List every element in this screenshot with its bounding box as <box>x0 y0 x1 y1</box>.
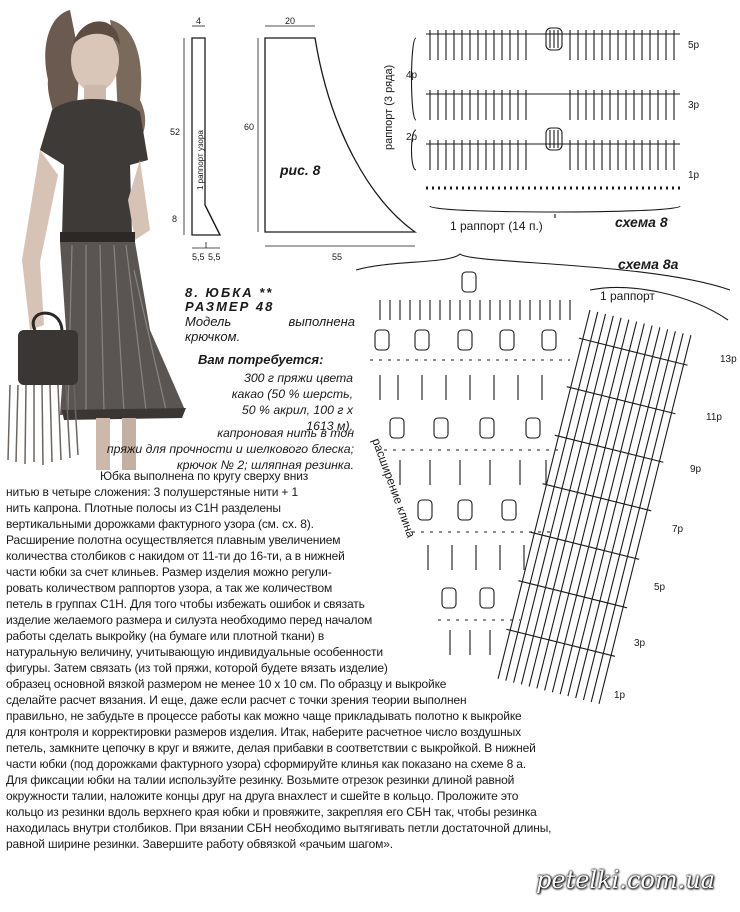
body-line: равной ширине резинки. Завершите работу … <box>6 837 393 851</box>
scheme8-rapport-vertical: раппорт (3 ряда) <box>383 65 395 150</box>
body-line: окружности талии, наложите концы друг на… <box>6 789 519 803</box>
body-line: образец основной вязкой размером не мене… <box>6 677 447 691</box>
dim-height-52: 52 <box>170 127 180 137</box>
body-line: нитью в четыре сложения: 3 полушерстяные… <box>6 485 298 499</box>
materials-heading: Вам потребуется: <box>198 352 324 367</box>
body-line: количества столбиков с накидом от 11-ти … <box>6 549 345 563</box>
model-note: Модель выполнена крючком. <box>185 314 355 344</box>
scheme8-rapport-horizontal: 1 раппорт (14 п.) <box>450 219 543 233</box>
body-line: петель, замкните цепочку в круг и вяжите… <box>6 741 536 755</box>
item-header: 8. ЮБКА ** РАЗМЕР 48 Модель выполнена кр… <box>185 285 355 345</box>
body-line: фигуры. Затем связать (из той пряжи, кот… <box>6 661 388 675</box>
body-line: вертикальными дорожками фактурного узора… <box>6 517 314 531</box>
scheme-8-diagram: 5р 3р 1р 4р 2р раппорт (3 ряда) 1 раппор… <box>383 27 700 233</box>
scheme-8a-label: схема 8а <box>618 256 679 272</box>
scheme8a-row-1: 1р <box>614 690 626 701</box>
item-title: 8. ЮБКА ** <box>185 285 274 300</box>
rapport-label: 1 раппорт узора <box>196 130 205 190</box>
body-line: натуральную величину, учитывающую индиви… <box>6 645 383 659</box>
dim-bottom-right: 5,5 <box>208 252 221 262</box>
materials-thread-1: капроновая нить в тон <box>217 426 354 440</box>
body-line: Юбка выполнена по кругу сверху вниз <box>100 469 309 483</box>
body-line: для контроля и корректировки размеров из… <box>6 725 521 739</box>
skirt-pattern-figure: 4 20 52 60 8 5,5 5,5 55 1 раппорт узора … <box>170 16 418 262</box>
scheme-8-label: схема 8 <box>615 214 668 230</box>
scheme8a-row-3: 3р <box>634 638 646 649</box>
body-line: сделайте расчет вязания. И еще, даже есл… <box>6 693 467 707</box>
scheme8-left-2: 2р <box>406 132 418 143</box>
scheme8a-row-13: 13р <box>720 354 737 365</box>
scheme8a-rapport: 1 раппорт <box>600 289 655 303</box>
dim-bottom-left: 5,5 <box>192 252 205 262</box>
model-photo <box>0 0 195 470</box>
dim-top-narrow: 4 <box>196 16 201 26</box>
materials-thread-2: пряжи для прочности и шелкового блеска; … <box>106 442 354 472</box>
scheme8a-row-5: 5р <box>654 582 666 593</box>
body-line: находилась внутри столбиков. При вязании… <box>6 821 552 835</box>
fig-label: рис. 8 <box>279 162 321 178</box>
body-line: Расширение полотна осуществляется плавны… <box>6 533 341 547</box>
scheme8-row-3: 3р <box>688 100 700 111</box>
site-watermark: petelki.com.ua <box>536 866 715 894</box>
body-line: части юбки за счет клиньев. Размер издел… <box>6 565 332 579</box>
scheme-8a-diagram: 1 раппорт расширение клина 13р 11р 9р 7р… <box>355 253 737 705</box>
body-line: изделие желаемого размера и силуэта необ… <box>6 613 373 627</box>
scheme8-left-4: 4р <box>406 70 418 81</box>
scheme8a-row-7: 7р <box>672 524 684 535</box>
dim-top-wide: 20 <box>285 16 295 26</box>
scheme8a-row-9: 9р <box>690 464 702 475</box>
scheme8-row-5: 5р <box>688 40 700 51</box>
dim-height-8: 8 <box>172 214 177 224</box>
body-line: ровать количеством раппортов узора, а та… <box>6 581 333 595</box>
dim-height-60: 60 <box>244 122 254 132</box>
body-line: части юбки (под дорожками фактурного узо… <box>6 757 526 771</box>
scheme8-row-1: 1р <box>688 170 700 181</box>
body-line: правильно, не забудьте в процессе работы… <box>6 709 522 723</box>
body-line: работы сделать выкройку (на бумаге или п… <box>6 629 325 643</box>
body-line: нить капрона. Плотные полосы из С1Н разд… <box>6 501 281 515</box>
item-size: РАЗМЕР 48 <box>185 299 275 314</box>
scheme8a-wedge: расширение клина <box>369 436 418 540</box>
body-line: петель в группах С1Н. Для того чтобы изб… <box>6 597 365 611</box>
materials-yarn: 300 г пряжи цвета какао (50 % шерсть, 50… <box>231 371 353 433</box>
scheme8a-row-11: 11р <box>706 412 722 423</box>
body-line: кольцо из резинки вдоль верхнего края юб… <box>6 805 537 819</box>
dim-bottom-wide: 55 <box>332 252 342 262</box>
body-line: Для фиксации юбки на талии используйте р… <box>6 773 515 787</box>
